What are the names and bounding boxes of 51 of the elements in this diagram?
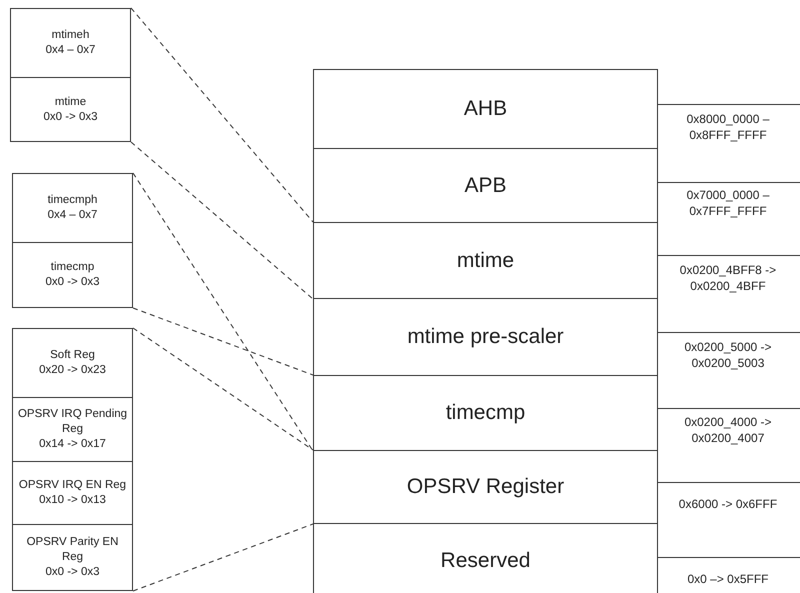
offset-range: 0x10 -> 0x13 bbox=[39, 493, 106, 508]
offset-range: 0x20 -> 0x23 bbox=[39, 363, 106, 378]
dashed-connector-line bbox=[130, 142, 314, 300]
register-name: mtime bbox=[54, 94, 86, 110]
register-name: Soft Reg bbox=[50, 348, 95, 363]
dashed-connector-line bbox=[130, 8, 314, 222]
address-range-label: 0x6000 -> 0x6FFF bbox=[657, 482, 800, 524]
address-range-label: 0x0200_5000 -> 0x0200_5003 bbox=[657, 332, 800, 376]
offset-range: 0x4 – 0x7 bbox=[46, 43, 96, 58]
register-box bbox=[12, 524, 133, 591]
memory-region-box bbox=[313, 375, 658, 451]
register-box bbox=[12, 173, 133, 243]
offset-range: 0x4 – 0x7 bbox=[48, 208, 98, 223]
memory-region-box bbox=[313, 69, 658, 149]
memory-region-box bbox=[313, 148, 658, 223]
address-range-label: 0x0200_4000 -> 0x0200_4007 bbox=[657, 408, 800, 451]
address-range-label: 0x8000_0000 – 0x8FFF_FFFF bbox=[657, 104, 800, 149]
register-box bbox=[12, 397, 133, 462]
region-name: mtime pre-scaler bbox=[407, 325, 564, 349]
register-box bbox=[10, 77, 131, 142]
region-name: Reserved bbox=[440, 548, 530, 572]
address-range-label: 0x7000_0000 – 0x7FFF_FFFF bbox=[657, 182, 800, 223]
dashed-connector-line bbox=[132, 308, 314, 376]
memory-region-box bbox=[313, 523, 658, 593]
region-name: AHB bbox=[464, 97, 508, 121]
register-box bbox=[12, 328, 133, 398]
offset-range: 0x0 -> 0x3 bbox=[43, 110, 98, 124]
memory-region-box bbox=[313, 222, 658, 299]
register-name: timecmph bbox=[48, 193, 98, 208]
register-name: OPSRV Parity EN Reg bbox=[26, 535, 120, 565]
register-box bbox=[10, 8, 131, 78]
register-name: mtimeh bbox=[52, 28, 90, 43]
offset-range: 0x0 -> 0x3 bbox=[45, 275, 100, 290]
memory-region-box bbox=[313, 450, 658, 524]
offset-range: 0x14 -> 0x17 bbox=[39, 437, 106, 452]
offset-range: 0x0 -> 0x3 bbox=[45, 565, 100, 580]
register-box bbox=[12, 461, 133, 525]
memory-region-box bbox=[313, 298, 658, 376]
address-range-label: 0x0 –> 0x5FFF bbox=[657, 557, 800, 593]
dashed-connector-line bbox=[132, 328, 314, 450]
register-name: OPSRV IRQ EN Reg bbox=[18, 478, 126, 493]
register-box bbox=[12, 242, 133, 308]
dashed-connector-line bbox=[132, 172, 314, 452]
region-name: mtime bbox=[456, 248, 514, 272]
region-name: APB bbox=[464, 174, 507, 198]
region-name: timecmp bbox=[446, 401, 526, 425]
address-range-label: 0x0200_4BFF8 -> 0x0200_4BFF bbox=[657, 255, 800, 299]
register-name: OPSRV IRQ Pending Reg bbox=[16, 407, 128, 437]
register-name: timecmp bbox=[50, 260, 94, 275]
dashed-connector-line bbox=[132, 524, 314, 592]
region-name: OPSRV Register bbox=[406, 475, 564, 499]
